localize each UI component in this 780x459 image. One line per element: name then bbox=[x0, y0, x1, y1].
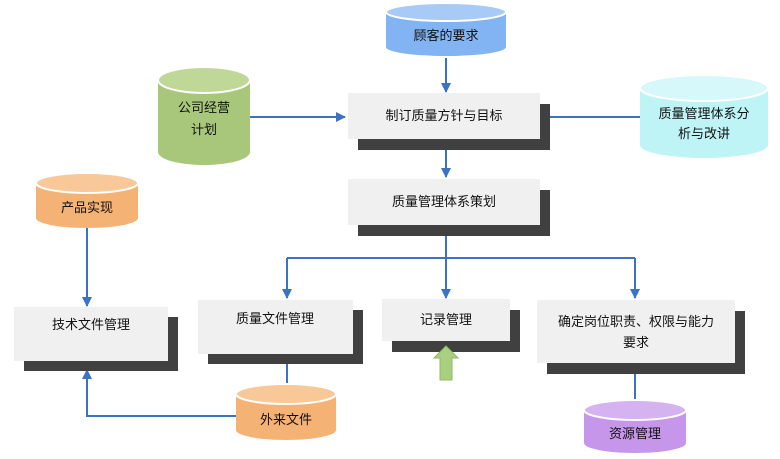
cylinder-customer-requirements: 顾客的要求 bbox=[385, 2, 507, 56]
cylinder-resource-management: 资源管理 bbox=[583, 399, 687, 453]
cylinder-resource-management-label: 资源管理 bbox=[609, 427, 661, 442]
box-qms-planning: 质量管理体系策划 bbox=[348, 179, 550, 236]
up-arrow-icon bbox=[432, 345, 460, 381]
cylinder-qms-analysis: 质量管理体系分 析与改讲 bbox=[639, 74, 769, 158]
cylinder-business-plan-line2: 计划 bbox=[191, 123, 217, 138]
box-technical-docs: 技术文件管理 bbox=[14, 307, 178, 371]
cylinder-business-plan-line1: 公司经营 bbox=[178, 101, 230, 116]
box-records-label: 记录管理 bbox=[420, 313, 472, 328]
box-policy-objectives-label: 制订质量方针与目标 bbox=[385, 108, 502, 124]
box-quality-docs: 质量文件管理 bbox=[198, 300, 363, 364]
box-technical-docs-label: 技术文件管理 bbox=[52, 318, 130, 333]
cylinder-qms-analysis-line1: 质量管理体系分 bbox=[658, 107, 749, 122]
cylinder-external-docs-label: 外来文件 bbox=[260, 413, 312, 428]
box-policy-objectives: 制订质量方针与目标 bbox=[348, 93, 550, 150]
cylinder-customer-requirements-label: 顾客的要求 bbox=[413, 28, 478, 44]
box-quality-docs-label: 质量文件管理 bbox=[236, 312, 314, 327]
box-roles-label-line1: 确定岗位职责、权限与能力 bbox=[558, 314, 714, 330]
cylinder-qms-analysis-line2: 析与改讲 bbox=[678, 127, 730, 142]
cylinder-product-realization: 产品实现 bbox=[35, 172, 139, 228]
box-roles-label-line2: 要求 bbox=[623, 336, 649, 351]
cylinder-business-plan: 公司经营 计划 bbox=[157, 66, 251, 165]
cylinder-product-realization-label: 产品实现 bbox=[61, 201, 113, 216]
box-records: 记录管理 bbox=[382, 299, 520, 352]
cylinder-external-docs: 外来文件 bbox=[235, 383, 337, 440]
arrow-external-to-tech-docs bbox=[82, 369, 236, 417]
box-roles: 确定岗位职责、权限与能力 要求 bbox=[537, 300, 745, 374]
box-qms-planning-label: 质量管理体系策划 bbox=[392, 194, 496, 210]
